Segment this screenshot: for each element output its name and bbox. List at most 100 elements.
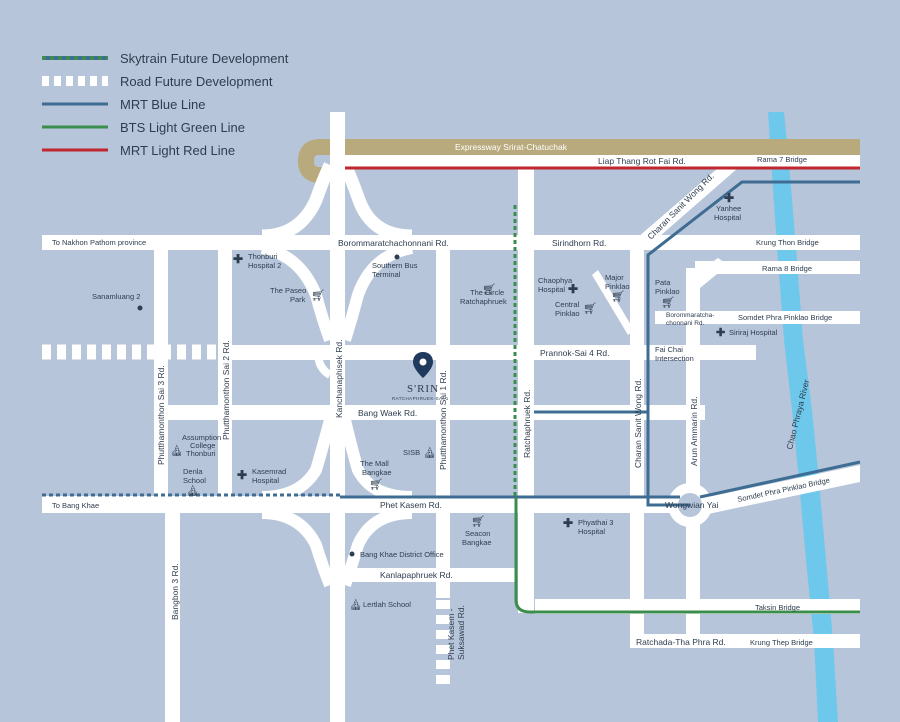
poi-label: Pinklao [605, 282, 630, 291]
poi-label: Siriraj Hospital [729, 328, 778, 337]
poi-label: Terminal [372, 270, 401, 279]
hospital-cross-icon: ✚ [724, 191, 734, 205]
bridge-label-somdet-pinklao-1: Somdet Phra Pinklao Bridge [738, 313, 832, 322]
poi-label: Bangkae [462, 538, 492, 547]
road-label-borommaratcha-small-2: chonnani Rd. [666, 320, 704, 327]
road-label-phutthamonthon-sai-1: Phutthamonthon Sai 1 Rd. [438, 370, 448, 470]
road-label-borommaratcha-small-1: Borommaratcha- [666, 312, 714, 319]
poi-label: Pinklao [655, 287, 680, 296]
shopping-cart-icon: 🛒︎ [583, 303, 597, 315]
road-label-kanchanaphisek: Kanchanaphisek Rd. [334, 340, 344, 418]
poi-label: Sanamluang 2 [92, 292, 140, 301]
legend-label: Road Future Development [120, 74, 273, 89]
school-building-icon: ⛪︎ [349, 598, 363, 611]
shopping-cart-icon: 🛒︎ [661, 297, 675, 309]
poi-label: Hospital [538, 285, 565, 294]
road-label-phet-kasem: Phet Kasem Rd. [380, 500, 442, 510]
road-label-fai-chai-1: Fai Chai [655, 345, 683, 354]
project-marker[interactable]: S'RIN RATCHAPHRUEK-SAI 1 [392, 352, 449, 401]
poi-label: Lertlah School [363, 600, 411, 609]
road-labels: Expressway Srirat-Chatuchak Liap Thang R… [52, 142, 726, 660]
road-label-bangbon-3: Bangbon 3 Rd. [170, 563, 180, 620]
hospital-cross-icon: ✚ [237, 468, 247, 482]
school-building-icon: ⛪︎ [423, 446, 437, 459]
expressway-line [297, 139, 860, 183]
legend-label: BTS Light Green Line [120, 120, 245, 135]
road-label-borommaratchachonnani: Borommaratchachonnani Rd. [338, 238, 449, 248]
bridge-label-rama7: Rama 7 Bridge [757, 155, 807, 164]
location-dot-icon [349, 551, 355, 557]
poi-label: Denla [183, 467, 203, 476]
poi-label: Thonburi [186, 449, 216, 458]
bridge-label-rama8: Rama 8 Bridge [762, 264, 812, 273]
hospital-cross-icon: ✚ [716, 327, 725, 339]
poi-label: Hospital [714, 213, 741, 222]
legend: Skytrain Future Development Road Future … [42, 51, 289, 158]
road-label-liap-thang: Liap Thang Rot Fai Rd. [598, 156, 686, 166]
shopping-cart-icon: 🛒︎ [611, 291, 625, 303]
road-label-ratchaphruek: Ratchaphruek Rd. [522, 389, 532, 458]
road-label-phet-kasem-suksawad-1: Phet Kasem - [446, 608, 456, 660]
road-label-phutthamonthon-sai-2: Phutthamonthon Sai 2 Rd. [221, 340, 231, 440]
road-label-to-bang-khae: To Bang Khae [52, 501, 99, 510]
road-label-fai-chai-2: Intersection [655, 354, 694, 363]
legend-label: MRT Light Red Line [120, 143, 235, 158]
hospital-cross-icon: ✚ [568, 282, 578, 296]
legend-item: Road Future Development [42, 74, 273, 89]
poi-label: Pata [655, 278, 671, 287]
shopping-cart-icon: 🛒︎ [482, 284, 496, 296]
hospital-cross-icon: ✚ [563, 516, 573, 530]
shopping-cart-icon: 🛒︎ [471, 516, 485, 528]
poi-label: Phyathai 3 [578, 518, 613, 527]
poi-label: Central [555, 300, 580, 309]
poi-label: The Mall [360, 459, 389, 468]
transit-lines [42, 166, 861, 614]
poi-label: College [190, 441, 215, 450]
road-label-phet-kasem-suksawad-2: Suksawad Rd. [456, 605, 466, 660]
expressway-label: Expressway Srirat-Chatuchak [455, 142, 568, 152]
legend-label: MRT Blue Line [120, 97, 206, 112]
legend-label: Skytrain Future Development [120, 51, 289, 66]
poi-label: Thonburi [248, 252, 278, 261]
road-label-phutthamonthon-sai-3: Phutthamonthon Sai 3 Rd. [156, 365, 166, 465]
poi-label: Seacon [465, 529, 490, 538]
legend-item: BTS Light Green Line [42, 120, 245, 135]
project-name: S'RIN [407, 383, 439, 395]
road-future-development [42, 344, 450, 690]
legend-item: MRT Blue Line [42, 97, 206, 112]
project-tagline: RATCHAPHRUEK-SAI 1 [392, 396, 449, 401]
poi-label: Yanhee [716, 204, 741, 213]
poi-label: Chaophya [538, 276, 573, 285]
location-dot-icon [394, 254, 400, 260]
poi-label: Major [605, 273, 624, 282]
poi-label: Southern Bus [372, 261, 418, 270]
road-label-charan-sanit-wong: Charan Sanit Wong Rd. [633, 378, 643, 468]
poi-label: SISB [403, 448, 420, 457]
road-label-arun-ammarin: Arun Ammarin Rd. [689, 397, 699, 466]
location-dot-icon [137, 305, 143, 311]
poi-label: Ratchaphruek [460, 297, 507, 306]
poi-label: Hospital [578, 527, 605, 536]
poi-label: Park [290, 295, 306, 304]
bridge-label-taksin: Taksin Bridge [755, 603, 800, 612]
bridge-label-krung-thep: Krung Thep Bridge [750, 638, 813, 647]
shopping-cart-icon: 🛒︎ [369, 479, 383, 491]
bridge-label-krung-thon: Krung Thon Bridge [756, 238, 819, 247]
chao-phraya-river [768, 112, 838, 722]
poi-label: Bangkae [362, 468, 392, 477]
legend-item: Skytrain Future Development [42, 51, 289, 66]
poi-label: Kasemrad [252, 467, 286, 476]
road-label-bang-waek: Bang Waek Rd. [358, 408, 417, 418]
points-of-interest: ✚ Thonburi Hospital 2 The Paseo Park 🛒︎ … [92, 191, 778, 611]
road-label-kanlapaphruek: Kanlapaphruek Rd. [380, 570, 453, 580]
school-building-icon: ⛪︎ [170, 444, 184, 457]
school-building-icon: ⛪︎ [186, 484, 200, 497]
road-label-prannok: Prannok-Sai 4 Rd. [540, 348, 609, 358]
poi-label: Hospital 2 [248, 261, 281, 270]
poi-label: Assumption [182, 433, 221, 442]
road-label-to-nakhon-pathom: To Nakhon Pathom province [52, 238, 146, 247]
poi-label: School [183, 476, 206, 485]
shopping-cart-icon: 🛒︎ [311, 290, 325, 302]
road-label-sirindhorn: Sirindhorn Rd. [552, 238, 606, 248]
